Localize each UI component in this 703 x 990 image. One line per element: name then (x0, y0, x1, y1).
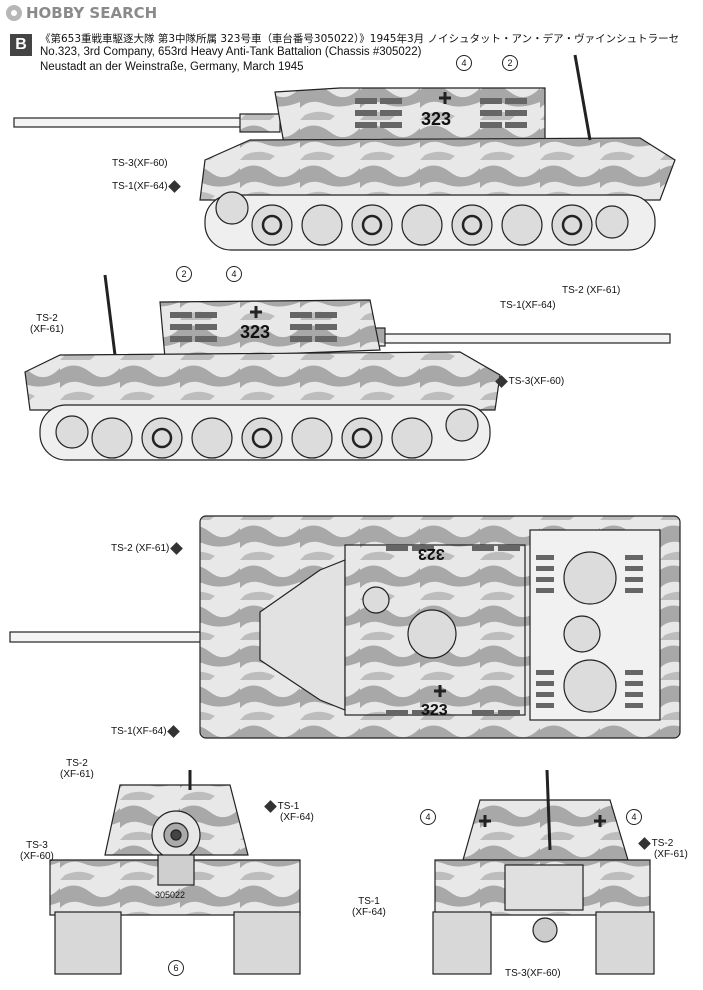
diamond-icon (167, 724, 181, 738)
callout-2: 2 (176, 266, 192, 282)
label-ts1-front: TS-1(XF-64) (264, 799, 314, 823)
label-ts1-rear: TS-1(XF-64) (352, 896, 386, 918)
turret-number-top-lower: 323 (421, 702, 448, 719)
rear-view (432, 769, 655, 975)
label-ts3-rear: TS-3(XF-60) (505, 968, 561, 979)
turret-number-top-upper: 323 (418, 545, 445, 562)
turret-number-side1: 323 (421, 109, 452, 129)
label-ts1-side1: TS-1(XF-64) (112, 179, 182, 193)
side-view-left-facing (13, 54, 676, 251)
diamond-icon (495, 374, 508, 388)
label-ts3-front: TS-3(XF-60) (20, 840, 54, 862)
callout-4: 4 (456, 55, 472, 71)
section-badge: B (10, 34, 32, 56)
label-ts1-side2: TS-1(XF-64) (500, 300, 556, 311)
watermark-text: HOBBY SEARCH (26, 4, 158, 22)
label-ts2-side2: TS-2(XF-61) (30, 313, 64, 335)
callout-4: 4 (420, 809, 436, 825)
label-ts2-rear: TS-2(XF-61) (638, 836, 688, 860)
logo-icon (6, 5, 22, 21)
side-view-right-facing (24, 274, 671, 461)
top-view (9, 515, 681, 739)
turret-number-side2: 323 (240, 322, 271, 342)
callout-6: 6 (168, 960, 184, 976)
hobby-search-watermark: HOBBY SEARCH (6, 4, 157, 22)
front-view (49, 770, 301, 975)
label-ts1-top: TS-1(XF-64) (111, 724, 181, 738)
diamond-icon (638, 836, 651, 850)
callout-4: 4 (626, 809, 642, 825)
header-english-line2: Neustadt an der Weinstraße, Germany, Mar… (40, 61, 304, 73)
diamond-icon (168, 179, 182, 193)
header-japanese: 《第653重戦車駆逐大隊 第3中隊所属 323号車（車台番号305022）》19… (40, 33, 680, 45)
label-ts2-side1: TS-2 (XF-61) (562, 285, 621, 296)
chassis-plate: 305022 (155, 890, 186, 900)
header-english-line1: No.323, 3rd Company, 653rd Heavy Anti-Ta… (40, 46, 422, 58)
label-ts2-top: TS-2 (XF-61) (111, 541, 183, 555)
diamond-icon (264, 799, 277, 813)
label-ts2-front: TS-2(XF-61) (60, 758, 94, 780)
label-ts3-side1: TS-3(XF-60) (112, 158, 168, 169)
label-ts3-side2: TS-3(XF-60) (495, 374, 564, 388)
diamond-icon (170, 541, 183, 555)
callout-2: 2 (502, 55, 518, 71)
callout-4: 4 (226, 266, 242, 282)
